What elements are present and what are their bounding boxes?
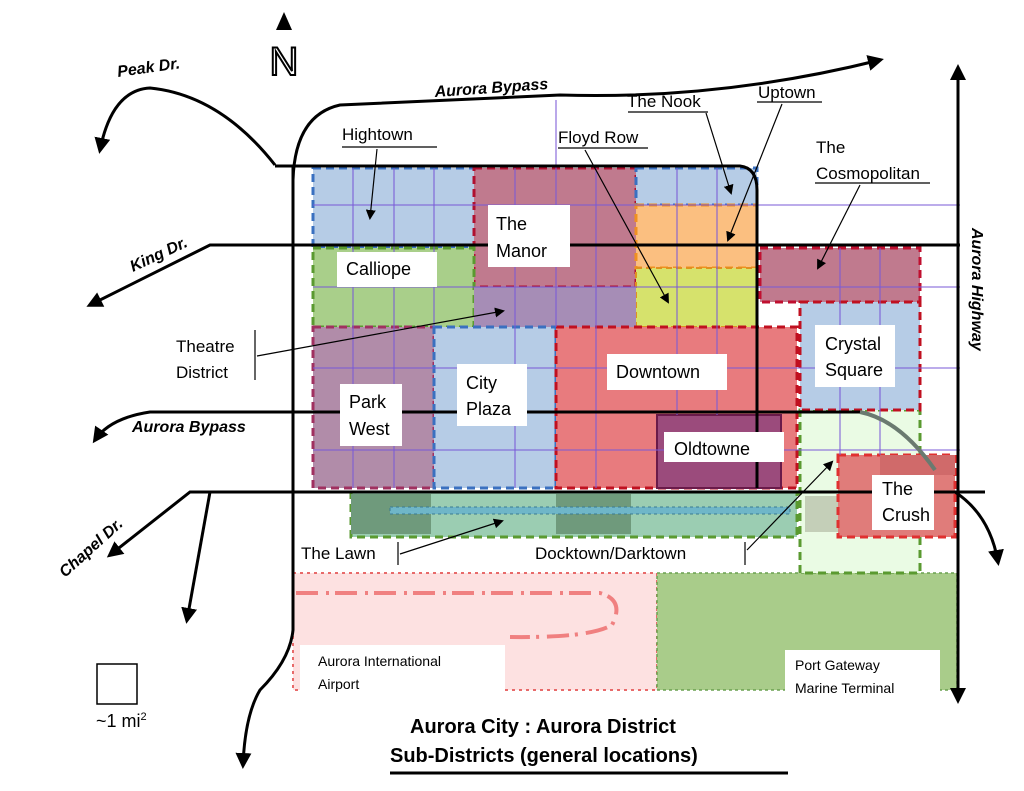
roads xyxy=(86,55,1004,769)
label-city-plaza-1: City xyxy=(466,373,497,393)
area-uptown xyxy=(634,203,759,270)
label-crush-1: The xyxy=(882,479,913,499)
label-crystal-2: Square xyxy=(825,360,883,380)
label-the-lawn: The Lawn xyxy=(301,544,376,563)
label-oldtowne: Oldtowne xyxy=(674,439,750,459)
label-the-manor-1: The xyxy=(496,214,527,234)
label-theatre-1: Theatre xyxy=(176,337,235,356)
label-airport-2: Airport xyxy=(318,676,359,692)
scale-label: ~1 mi2 xyxy=(96,711,147,731)
label-downtown: Downtown xyxy=(616,362,700,382)
road-label-peak: Peak Dr. xyxy=(116,55,181,81)
label-hightown: Hightown xyxy=(342,125,413,144)
road-label-bypass-mid: Aurora Bypass xyxy=(131,419,246,436)
label-docktown: Docktown/Darktown xyxy=(535,544,686,563)
scale-square xyxy=(96,663,138,705)
road-king-dr xyxy=(86,243,960,307)
label-floyd-row: Floyd Row xyxy=(558,128,639,147)
label-the-nook: The Nook xyxy=(627,92,701,111)
map-title-line2: Sub-Districts (general locations) xyxy=(390,745,698,767)
label-the-manor-2: Manor xyxy=(496,241,547,261)
airport-runway xyxy=(296,591,619,640)
road-bypass-mid xyxy=(92,410,860,444)
north-label: N xyxy=(270,40,299,84)
area-the-nook xyxy=(634,166,759,207)
label-airport-1: Aurora International xyxy=(318,653,441,669)
road-chapel-dr xyxy=(106,490,985,558)
label-uptown: Uptown xyxy=(758,83,816,102)
label-crush-2: Crush xyxy=(882,505,930,525)
road-inner-ring xyxy=(275,164,759,488)
label-port-1: Port Gateway xyxy=(795,657,880,673)
scale-legend: ~1 mi2 xyxy=(96,663,147,731)
north-arrow: N xyxy=(269,12,299,85)
label-port-2: Marine Terminal xyxy=(795,680,894,696)
label-city-plaza-2: Plaza xyxy=(466,399,512,419)
road-label-highway: Aurora Highway xyxy=(968,227,985,352)
label-crystal-1: Crystal xyxy=(825,334,881,354)
label-cosmopolitan-1: The xyxy=(816,138,845,157)
map-title-line1: Aurora City : Aurora District xyxy=(410,716,676,738)
label-boxes xyxy=(300,205,940,700)
area-theatre-district xyxy=(474,287,636,327)
road-bypass-top xyxy=(291,55,884,181)
label-cosmopolitan-2: Cosmopolitan xyxy=(816,164,920,183)
road-west xyxy=(235,166,295,769)
label-park-west-2: West xyxy=(349,419,390,439)
leader-lines xyxy=(254,101,930,565)
road-label-chapel: Chapel Dr. xyxy=(56,515,126,581)
label-theatre-2: District xyxy=(176,363,228,382)
label-park-west-1: Park xyxy=(349,392,387,412)
label-calliope: Calliope xyxy=(346,259,411,279)
road-peak-dr xyxy=(94,86,277,166)
